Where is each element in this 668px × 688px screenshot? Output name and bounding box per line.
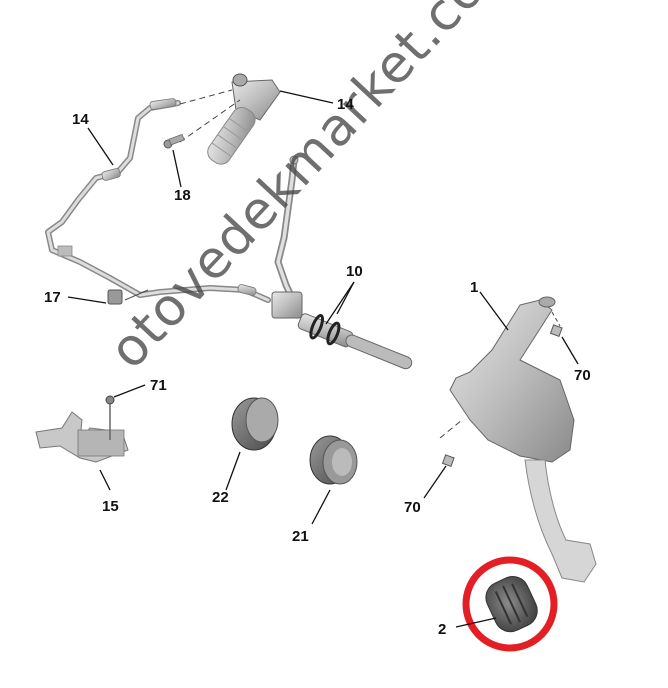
callout-14: 14 bbox=[72, 111, 89, 128]
callout-15: 15 bbox=[102, 498, 119, 515]
pipe-clip-17 bbox=[107, 289, 149, 305]
callout-17: 17 bbox=[44, 289, 61, 306]
master-cylinder-10 bbox=[271, 291, 413, 370]
callout-11: 14 bbox=[337, 96, 354, 113]
nut-70-lower bbox=[441, 454, 455, 468]
bolt-18 bbox=[163, 133, 185, 149]
callout-18: 18 bbox=[174, 187, 191, 204]
leader-lines bbox=[67, 90, 579, 628]
callout-70-upper: 70 bbox=[574, 367, 591, 384]
callout-22: 22 bbox=[212, 489, 229, 506]
highlight-ring bbox=[462, 556, 558, 652]
pedal-pad-2 bbox=[485, 575, 538, 633]
callout-2: 2 bbox=[438, 621, 447, 638]
grommet-22 bbox=[231, 397, 279, 451]
callout-71: 71 bbox=[150, 377, 167, 394]
screw-71 bbox=[105, 395, 115, 440]
nut-70-upper bbox=[549, 324, 563, 338]
callout-21: 21 bbox=[292, 528, 309, 545]
bracket-15 bbox=[35, 411, 129, 463]
grommet-21 bbox=[309, 435, 358, 485]
callout-10: 10 bbox=[346, 263, 363, 280]
hydraulic-pipe-14 bbox=[45, 98, 271, 303]
reservoir-hose bbox=[274, 155, 299, 302]
pedal-assembly-1 bbox=[439, 296, 597, 583]
callout-1: 1 bbox=[470, 279, 479, 296]
slave-cylinder-11 bbox=[179, 73, 281, 165]
callout-70-lower: 70 bbox=[404, 499, 421, 516]
